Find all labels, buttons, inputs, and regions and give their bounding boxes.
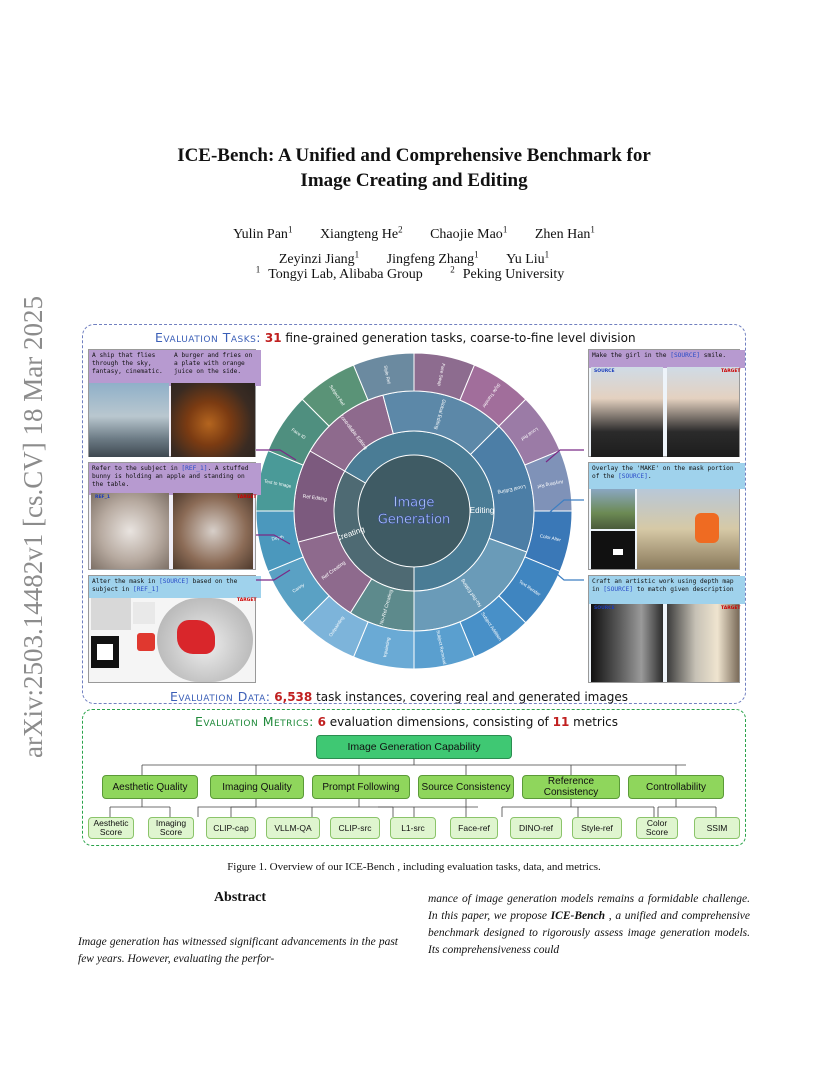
author-list: Yulin Pan1 Xiangteng He2 Chaojie Mao1 Zh… bbox=[100, 219, 728, 270]
abstract-left-column: Image generation has witnessed significa… bbox=[78, 936, 398, 965]
evaluation-tasks-box bbox=[82, 324, 746, 704]
author: Yu Liu1 bbox=[506, 249, 550, 268]
connector-lines bbox=[256, 449, 584, 581]
dimension-box: Prompt Following bbox=[312, 775, 410, 799]
target-image bbox=[667, 604, 739, 682]
metric-box: SSIM bbox=[694, 817, 740, 839]
author: Jingfeng Zhang1 bbox=[386, 249, 479, 268]
panel-caption: Overlay the 'MAKE' on the mask portion o… bbox=[589, 463, 745, 489]
tasks-header: Evaluation Tasks: 31 fine-grained genera… bbox=[155, 330, 636, 345]
author: Chaojie Mao1 bbox=[430, 224, 508, 242]
metric-box: DINO-ref bbox=[510, 817, 562, 839]
target-tag: TARGET bbox=[721, 606, 741, 611]
evaluation-metrics-box bbox=[82, 709, 746, 846]
dimension-box: Imaging Quality bbox=[210, 775, 304, 799]
dimension-box: Aesthetic Quality bbox=[102, 775, 198, 799]
metric-box: CLIP-cap bbox=[206, 817, 256, 839]
depth-map-image bbox=[591, 604, 663, 682]
arxiv-stamp: arXiv:2503.14482v1 [cs.CV] 18 Mar 2025 bbox=[12, 282, 52, 762]
title-line-2: Image Creating and Editing bbox=[300, 170, 528, 191]
metric-box: Face-ref bbox=[450, 817, 498, 839]
title-line-1: ICE-Bench: A Unified and Comprehensive B… bbox=[177, 145, 651, 166]
ring3-label: Inpainting bbox=[382, 637, 391, 658]
metrics-tree-lines bbox=[109, 759, 717, 817]
ring3-label: Face Swap bbox=[437, 363, 446, 387]
reference-red-object bbox=[137, 633, 155, 651]
sunburst-center-label: Image bbox=[394, 496, 435, 511]
author: Yulin Pan1 bbox=[233, 224, 293, 242]
panel-caption: Alter the mask in [SOURCE] based on the … bbox=[89, 576, 261, 598]
ref-tag: REF_1 bbox=[95, 495, 110, 500]
author: Zeyinzi Jiang1 bbox=[278, 249, 360, 268]
source-image bbox=[591, 489, 635, 529]
panel-caption: A burger and fries on a plate with orang… bbox=[171, 350, 261, 386]
target-portrait-image bbox=[667, 367, 739, 457]
target-image bbox=[637, 489, 739, 569]
ring2-label: Ref Editing bbox=[302, 494, 327, 503]
panel-text-render: Overlay the 'MAKE' on the mask portion o… bbox=[588, 462, 745, 570]
ring3-label: Canny bbox=[291, 582, 305, 594]
reference-bunny-image bbox=[91, 493, 169, 569]
abstract-right-column: mance of image generation models remains… bbox=[428, 893, 750, 956]
metric-box: CLIP-src bbox=[330, 817, 380, 839]
orange-shirt-figure bbox=[695, 513, 719, 543]
generated-burger-image bbox=[171, 383, 255, 457]
red-dragon-figure bbox=[177, 620, 215, 654]
panel-local-ref: Alter the mask in [SOURCE] based on the … bbox=[88, 575, 261, 683]
metric-box: VLLM-QA bbox=[266, 817, 320, 839]
panel-subject-ref: Refer to the subject in [REF_1]. A stuff… bbox=[88, 462, 261, 570]
panel-face-edit: Make the girl in the [SOURCE] smile. SOU… bbox=[588, 349, 745, 457]
metrics-header: Evaluation Metrics: 6 evaluation dimensi… bbox=[195, 714, 619, 729]
source-tag: SOURCE bbox=[594, 369, 615, 374]
mask-white bbox=[97, 644, 113, 660]
panel-depth-control: Craft an artistic work using depth map i… bbox=[588, 575, 745, 683]
metric-box: Style-ref bbox=[572, 817, 622, 839]
author: Xiangteng He2 bbox=[319, 224, 403, 242]
mask-white bbox=[613, 549, 623, 555]
dimension-box: Controllability bbox=[628, 775, 724, 799]
panel-caption: Make the girl in the [SOURCE] smile. bbox=[589, 350, 745, 368]
abstract-heading: Abstract bbox=[213, 890, 267, 905]
root-capability-box: Image Generation Capability bbox=[316, 735, 512, 759]
generated-ship-image bbox=[89, 383, 169, 457]
metric-box: L1-src bbox=[390, 817, 436, 839]
target-bunny-image bbox=[173, 493, 253, 569]
panel-caption: Refer to the subject in [REF_1]. A stuff… bbox=[89, 463, 261, 495]
metric-box: Color Score bbox=[636, 817, 678, 839]
figure-caption: Figure 1. Overview of our ICE-Bench , in… bbox=[227, 861, 601, 873]
source-portrait-image bbox=[591, 367, 663, 457]
panel-text-to-image: A ship that flies through the sky, fanta… bbox=[88, 349, 261, 457]
paper-title: ICE-Bench: A Unified and Comprehensive B… bbox=[100, 143, 728, 193]
arxiv-stamp-text: arXiv:2503.14482v1 [cs.CV] 18 Mar 2025 bbox=[18, 296, 48, 758]
source-tag: SOURCE bbox=[594, 606, 615, 611]
target-tag: TARGET bbox=[237, 495, 257, 500]
metric-box: Aesthetic Score bbox=[88, 817, 134, 839]
ring3-label: Style Ref bbox=[383, 365, 392, 385]
ring3-label: Color Alter bbox=[539, 533, 561, 542]
target-tag: TARGET bbox=[721, 369, 741, 374]
mask-image bbox=[133, 602, 155, 624]
sunburst-center-label: Generation bbox=[378, 513, 451, 528]
benchmark-name: ICE-Bench bbox=[550, 910, 605, 922]
sunburst-center bbox=[358, 455, 470, 567]
ring1-label: Editing bbox=[470, 506, 494, 515]
target-tag: TARGET bbox=[237, 598, 257, 603]
dimension-box: Source Consistency bbox=[418, 775, 514, 799]
ring3-label: Anything Ref bbox=[536, 479, 563, 489]
source-image bbox=[91, 598, 131, 630]
metric-box: Imaging Score bbox=[148, 817, 194, 839]
panel-caption: A ship that flies through the sky, fanta… bbox=[89, 350, 175, 386]
author: Zhen Han1 bbox=[534, 224, 595, 242]
data-header: Evaluation Data: 6,538 task instances, c… bbox=[170, 689, 628, 704]
ring3-label: Subject Removal bbox=[436, 630, 448, 665]
ring3-label: Text to Image bbox=[264, 478, 292, 488]
dimension-box: Reference Consistency bbox=[522, 775, 620, 799]
panel-caption: Craft an artistic work using depth map i… bbox=[589, 576, 745, 604]
